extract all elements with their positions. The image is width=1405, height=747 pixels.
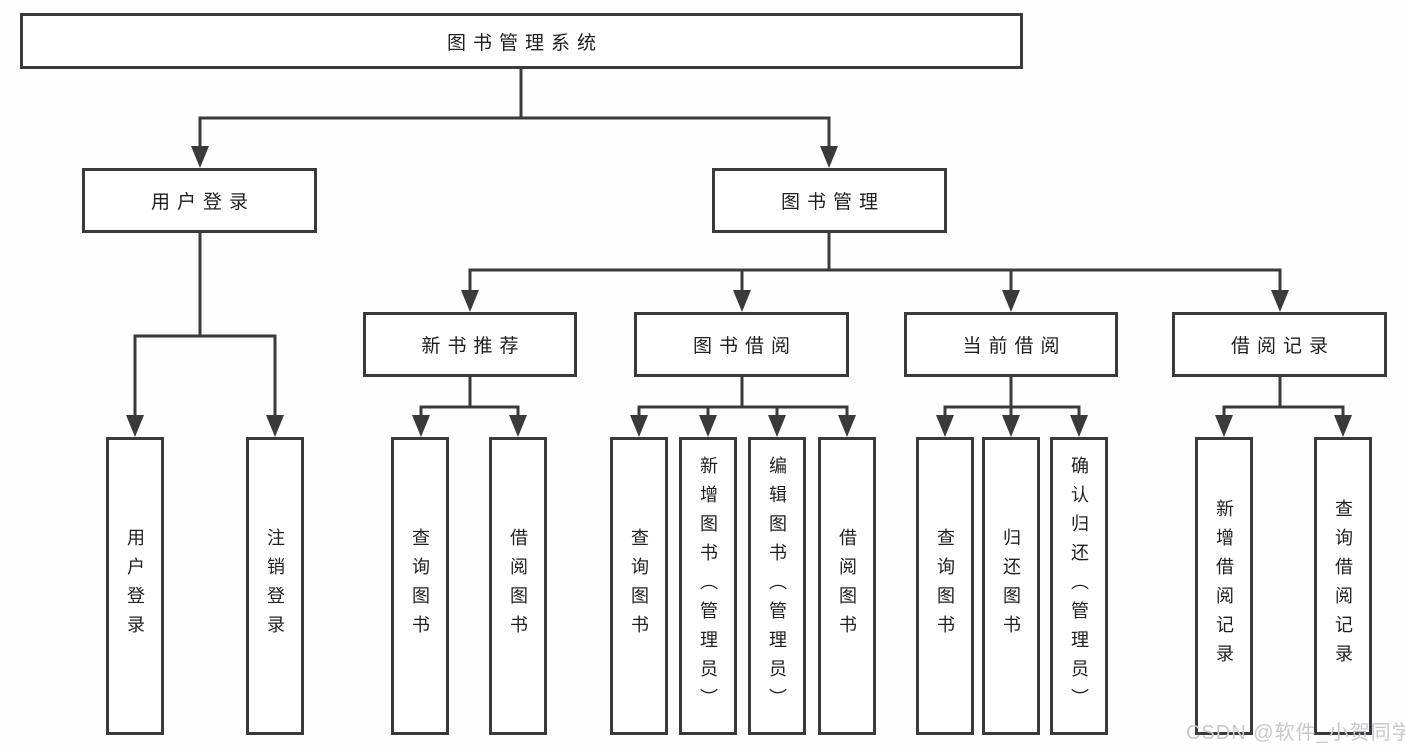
node-book-management: 图书管理 [712,168,947,233]
leaf-add-book-admin-label: 新增图书（管理员） [698,455,718,717]
node-book-management-label: 图书管理 [780,192,885,213]
leaf-query-books-current: 查询图书 [916,437,974,735]
csdn-watermark: CSDN @软件_小贺同学 [1186,722,1405,744]
node-current-borrowing-label: 当前借阅 [962,336,1067,357]
node-book-borrowing-label: 图书借阅 [692,336,797,357]
leaf-return-books: 归还图书 [982,437,1040,735]
node-new-book-recommend: 新书推荐 [363,312,577,377]
leaf-query-books-current-label: 查询图书 [935,528,955,644]
node-user-login: 用户登录 [82,168,317,233]
node-current-borrowing: 当前借阅 [904,312,1118,377]
node-borrow-records: 借阅记录 [1172,312,1387,377]
node-library-system: 图书管理系统 [20,13,1023,69]
leaf-query-books-recommend: 查询图书 [391,437,449,735]
leaf-borrow-books-borrowing: 借阅图书 [818,437,876,735]
leaf-add-borrow-record: 新增借阅记录 [1195,437,1253,735]
node-book-borrowing: 图书借阅 [634,312,849,377]
node-new-book-recommend-label: 新书推荐 [421,336,526,357]
leaf-user-login-label: 用户登录 [125,528,145,644]
node-user-login-label: 用户登录 [150,192,255,213]
node-library-system-label: 图书管理系统 [446,32,603,54]
leaf-query-books-borrowing-label: 查询图书 [629,528,649,644]
node-borrow-records-label: 借阅记录 [1230,336,1335,357]
leaf-confirm-return-admin: 确认归还（管理员） [1050,437,1108,735]
leaf-edit-book-admin-label: 编辑图书（管理员） [767,455,787,717]
leaf-query-books-recommend-label: 查询图书 [410,528,430,644]
leaf-borrow-books-recommend-label: 借阅图书 [508,528,528,644]
leaf-query-borrow-record-label: 查询借阅记录 [1333,499,1353,673]
leaf-add-borrow-record-label: 新增借阅记录 [1214,499,1234,673]
leaf-edit-book-admin: 编辑图书（管理员） [748,437,806,735]
leaf-confirm-return-admin-label: 确认归还（管理员） [1069,455,1089,717]
leaf-logout-label: 注销登录 [265,528,285,644]
leaf-user-login: 用户登录 [106,437,164,735]
leaf-query-borrow-record: 查询借阅记录 [1314,437,1372,735]
leaf-borrow-books-recommend: 借阅图书 [489,437,547,735]
leaf-return-books-label: 归还图书 [1001,528,1021,644]
leaf-borrow-books-borrowing-label: 借阅图书 [837,528,857,644]
leaf-add-book-admin: 新增图书（管理员） [679,437,737,735]
leaf-logout: 注销登录 [246,437,304,735]
leaf-query-books-borrowing: 查询图书 [610,437,668,735]
